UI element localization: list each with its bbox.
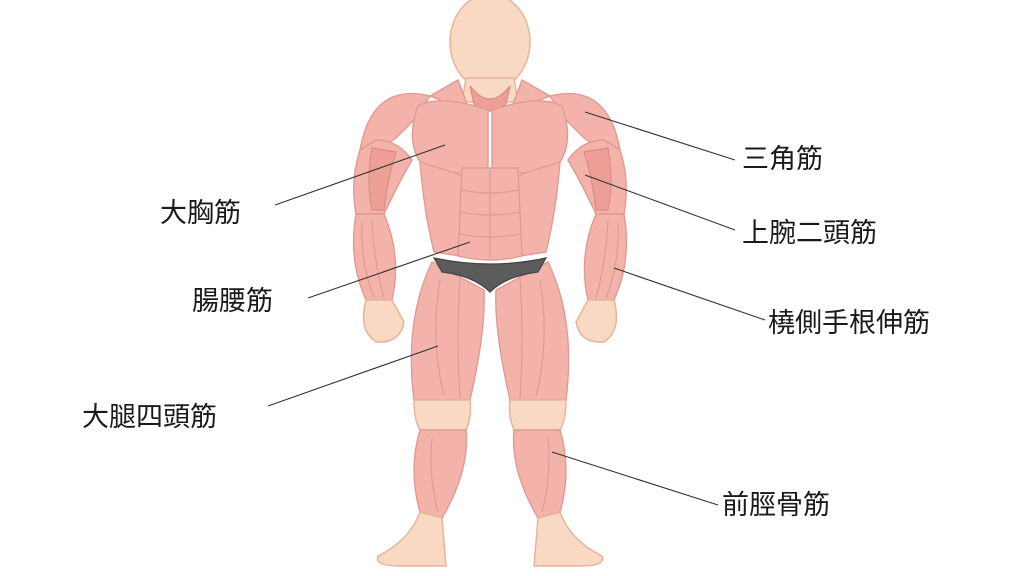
head xyxy=(449,0,531,103)
hands xyxy=(362,299,618,343)
label-iliopsoas: 腸腰筋 xyxy=(192,286,273,317)
label-brachioradialis: 橈側手根伸筋 xyxy=(768,308,930,339)
label-pectoralis-major: 大胸筋 xyxy=(160,198,241,229)
leader-quadriceps xyxy=(267,345,439,407)
label-quadriceps: 大腿四頭筋 xyxy=(82,402,217,433)
label-tibialis-anterior: 前脛骨筋 xyxy=(722,490,830,521)
torso-muscles xyxy=(419,161,561,261)
leader-tibialis xyxy=(551,451,719,506)
label-deltoid: 三角筋 xyxy=(742,144,823,175)
leader-pectoralis xyxy=(274,144,446,206)
upper-arms xyxy=(353,139,627,215)
pectoral-muscles xyxy=(411,100,569,174)
leader-lines xyxy=(267,111,766,506)
briefs xyxy=(432,257,548,293)
leader-iliopsoas xyxy=(307,241,471,299)
knees xyxy=(413,399,567,431)
leader-brachioradialis xyxy=(613,267,766,321)
leader-biceps xyxy=(584,174,736,231)
lower-legs xyxy=(413,429,567,519)
label-biceps: 上腕二頭筋 xyxy=(742,218,877,249)
feet xyxy=(376,511,604,567)
leader-deltoid xyxy=(584,111,736,161)
